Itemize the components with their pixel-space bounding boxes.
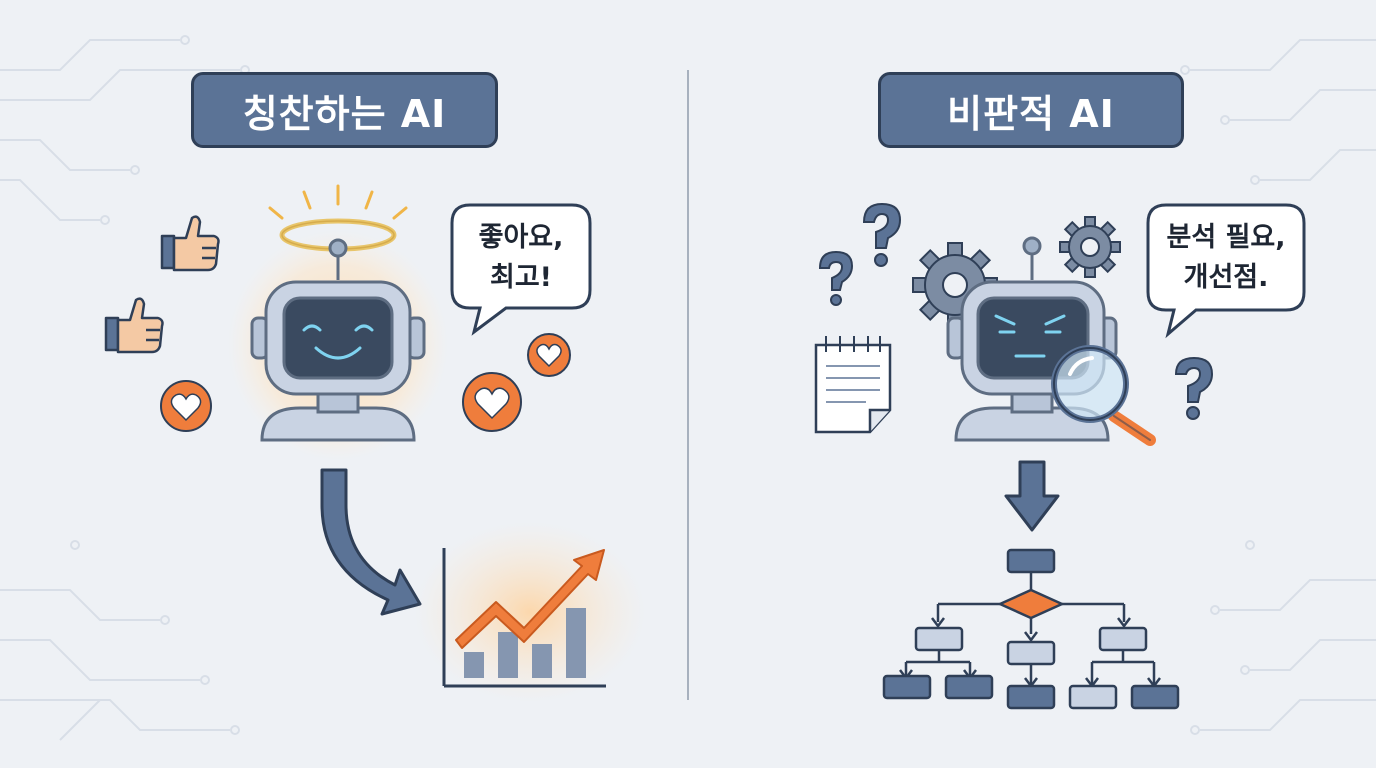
heart-icon — [462, 372, 522, 432]
circuit-decoration — [0, 35, 1376, 741]
praise-speech-text: 좋아요, 최고! — [478, 222, 564, 293]
gear-icon — [1059, 216, 1121, 278]
notepad-icon — [814, 336, 892, 434]
happy-robot-icon — [250, 238, 426, 442]
thumbs-up-icon — [160, 215, 220, 272]
magnifier-icon — [1051, 345, 1156, 446]
question-mark-icon — [862, 202, 902, 267]
thumbs-up-icon — [104, 297, 164, 354]
heart-icon — [527, 333, 571, 377]
critical-ai-illustration — [814, 202, 1306, 710]
question-mark-icon — [818, 250, 854, 306]
curved-arrow-icon — [320, 468, 422, 616]
growth-chart-icon — [415, 522, 645, 702]
critique-speech-text: 분석 필요, 개선점. — [1166, 222, 1286, 293]
speech-bubble-left — [450, 203, 592, 336]
heart-icon — [160, 380, 212, 432]
critical-ai-title: 비판적 AI — [878, 72, 1184, 148]
speech-bubble-right — [1146, 203, 1306, 339]
praising-ai-title: 칭찬하는 AI — [191, 72, 498, 148]
question-mark-icon — [1174, 356, 1214, 420]
praising-ai-illustration — [104, 184, 645, 702]
halo-rays — [268, 184, 408, 220]
down-arrow-icon — [1004, 460, 1060, 532]
critical-robot-icon — [946, 236, 1118, 442]
flowchart-icon — [882, 548, 1180, 710]
